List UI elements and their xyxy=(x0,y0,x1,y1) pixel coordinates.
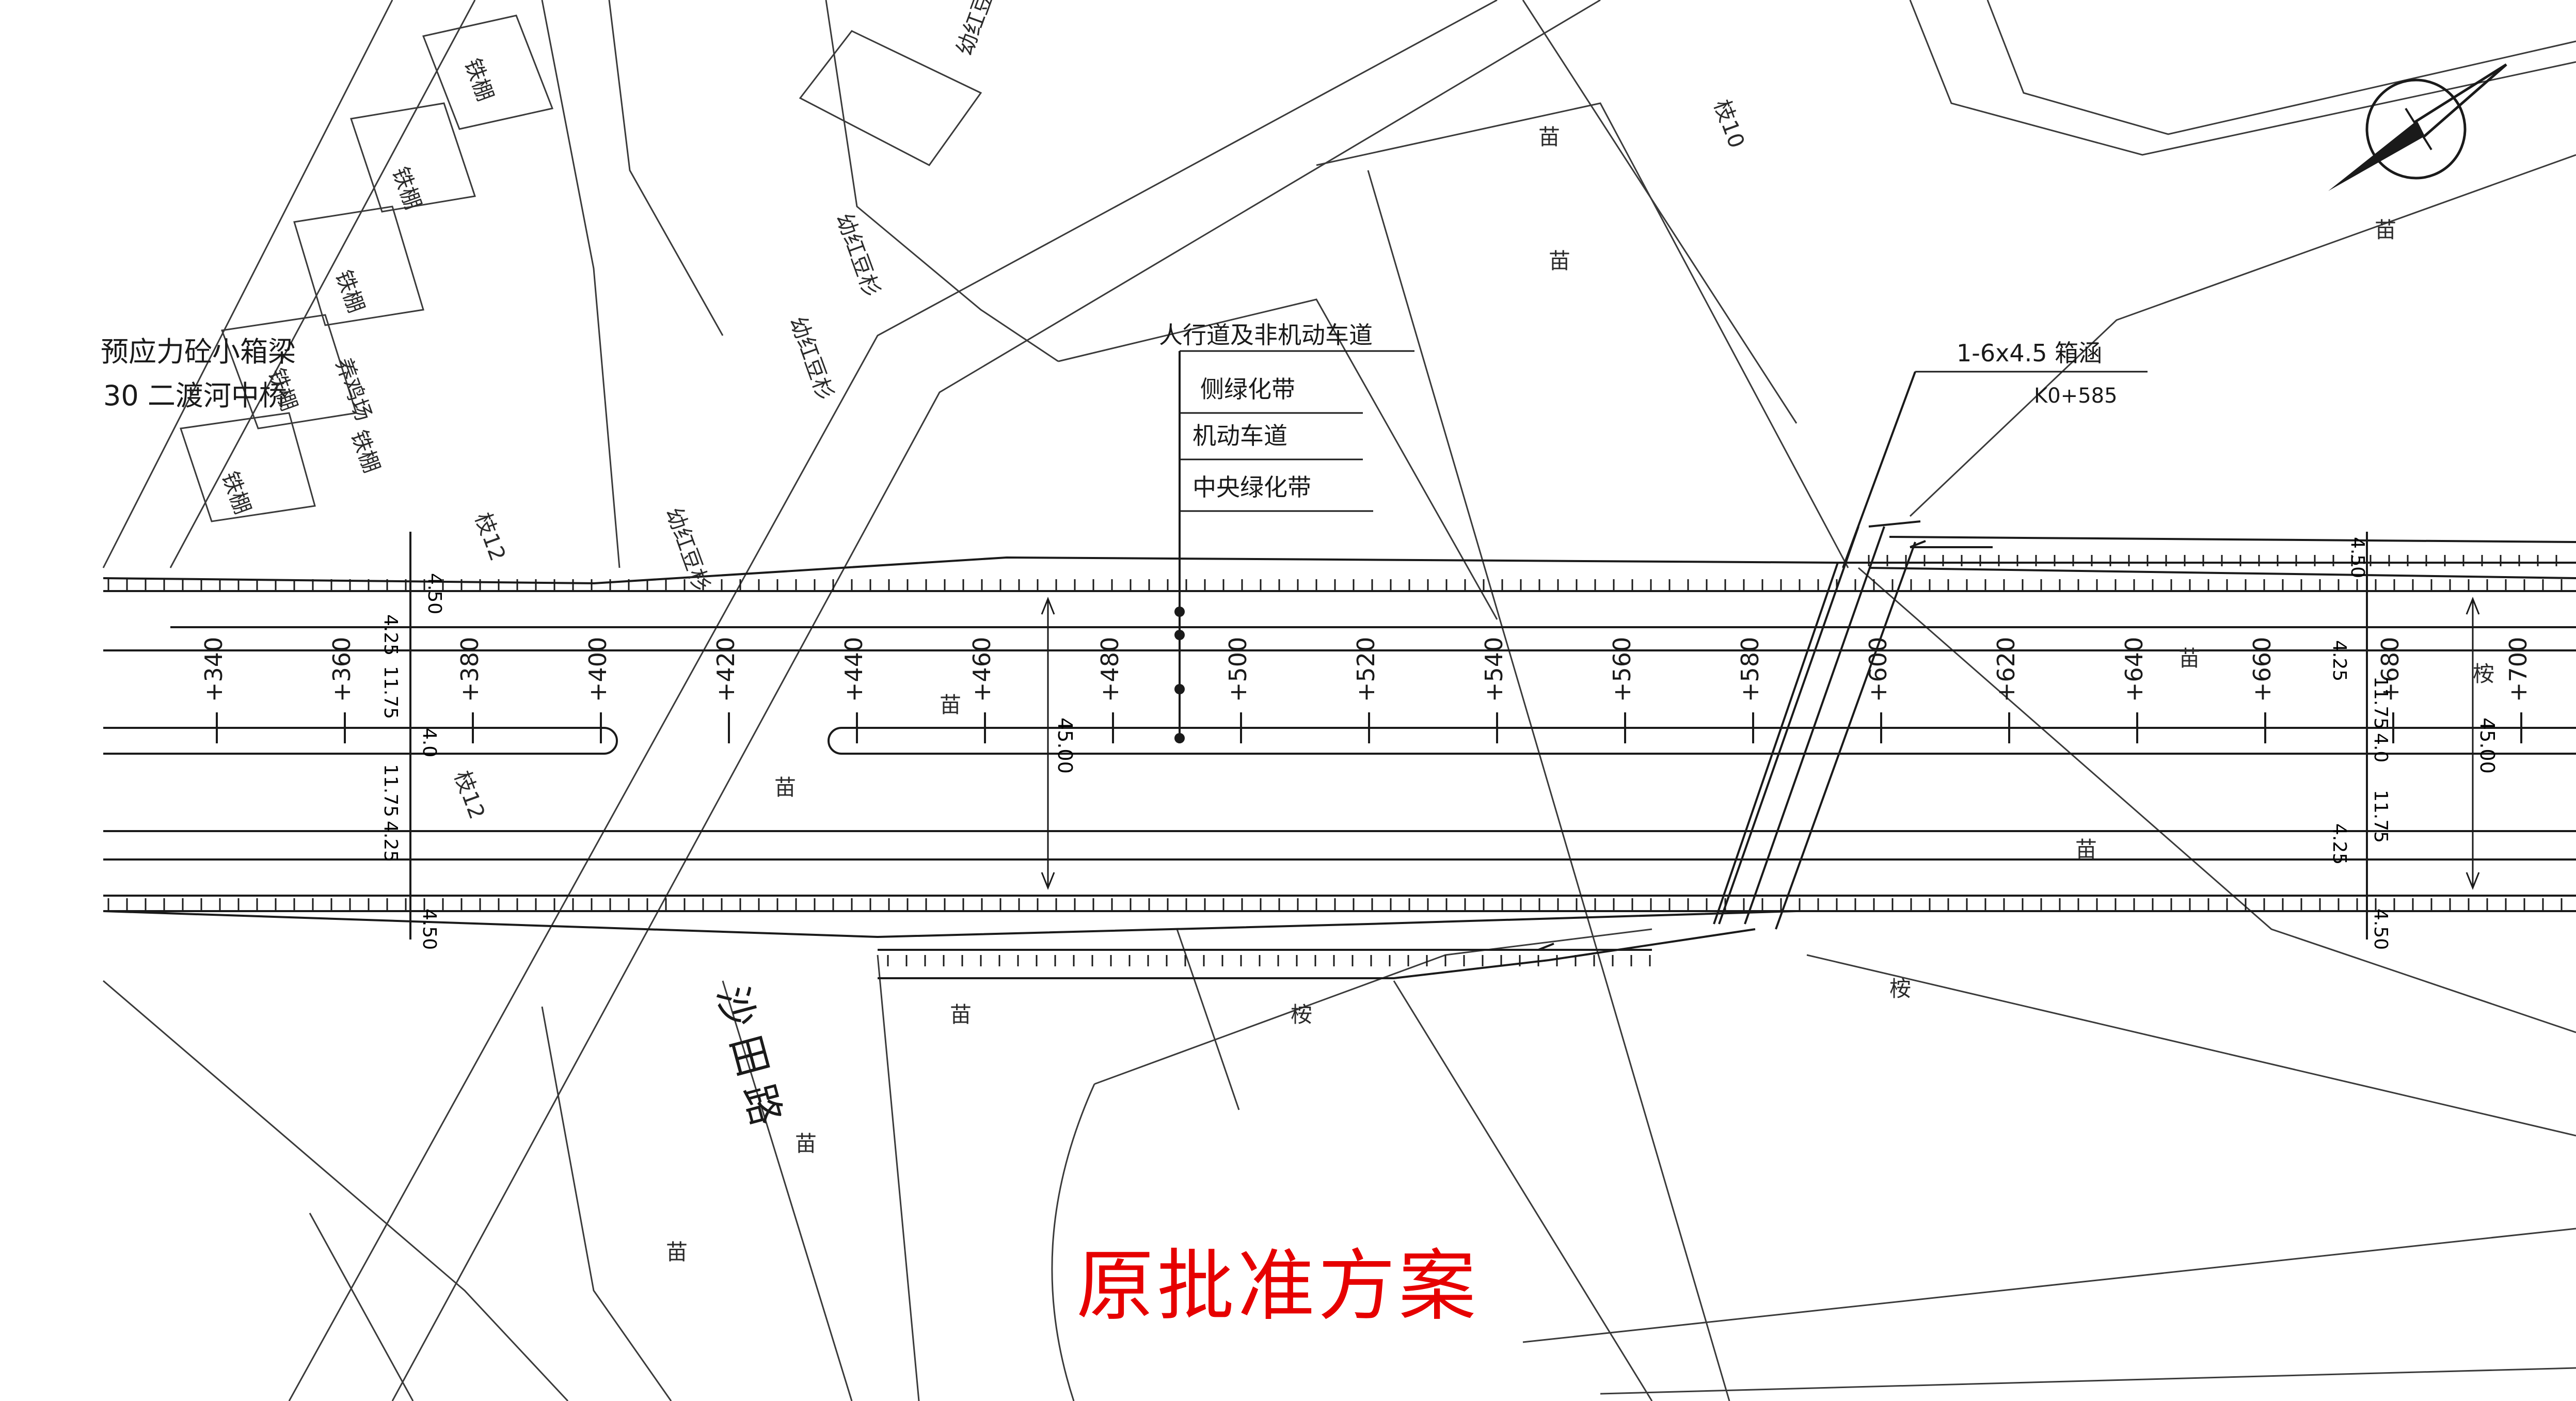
embankment-ticks-ramps xyxy=(887,555,2557,966)
station-label: +400 xyxy=(584,637,612,702)
road-edge-lines xyxy=(103,536,2576,979)
total-width-label-right: 45.00 xyxy=(2476,718,2499,774)
station-labels: +340 +360 +380 +400 +420 +440 +460 +480 +500 +520… xyxy=(200,637,2532,702)
width-dim-right-1: 4.50 xyxy=(2347,537,2368,578)
label-seedling-9: 苗 xyxy=(2075,837,2097,862)
station-label: +620 xyxy=(1992,637,2020,702)
width-dim-left-2: 4.25 xyxy=(380,614,401,656)
width-dim-left-6: 4.25 xyxy=(380,821,401,862)
width-dim-right-5: 11.75 xyxy=(2370,790,2391,843)
station-label: +580 xyxy=(1736,637,1764,702)
station-label: +540 xyxy=(1480,637,1508,702)
label-seedling-2: 苗 xyxy=(1549,248,1570,274)
width-dim-right-4: 4.0 xyxy=(2370,733,2391,762)
station-label: +480 xyxy=(1096,637,1124,702)
width-dim-right-6: 4.25 xyxy=(2329,823,2350,865)
width-dim-left: 4.50 4.25 11.75 4.0 11.75 4.25 4.50 xyxy=(380,532,445,950)
label-orchard-3: 桉 xyxy=(2473,661,2494,687)
station-label: +660 xyxy=(2248,637,2276,702)
culvert-lines xyxy=(1713,371,1921,930)
label-seedling-1: 苗 xyxy=(1538,124,1560,150)
label-orchard-1: 桉 xyxy=(1889,976,1911,1001)
width-dim-left-3: 11.75 xyxy=(380,666,401,719)
width-dim-left-4: 4.0 xyxy=(419,728,440,757)
embankment-ticks-top xyxy=(107,579,2563,592)
legend-carriageway: 机动车道 xyxy=(1192,422,1287,450)
section-legend: 人行道及非机动车道 侧绿化带 机动车道 中央绿化带 xyxy=(1159,321,1414,743)
bridge-notes: 预应力砼小箱梁 30 二渡河中桥 xyxy=(101,336,296,412)
embankment-ticks-bottom xyxy=(107,898,2563,911)
shed-blocks xyxy=(180,14,982,522)
label-seedling-3: 苗 xyxy=(940,692,961,718)
station-label: +600 xyxy=(1864,637,1892,702)
label-seedling-5: 苗 xyxy=(795,1131,817,1156)
bridge-note-name: 30 二渡河中桥 xyxy=(103,379,287,412)
width-dim-right-3: 11.75 xyxy=(2370,676,2391,729)
station-label: +640 xyxy=(2120,637,2148,702)
width-dim-left-1: 4.50 xyxy=(424,573,445,614)
station-label: +500 xyxy=(1224,637,1252,702)
station-label: +420 xyxy=(712,637,740,702)
total-width-dims: 45.00 45.00 xyxy=(1041,596,2499,890)
label-seedling-8: 苗 xyxy=(2179,646,2200,671)
width-dim-right: 4.50 4.25 11.75 4.0 11.75 4.25 4.50 xyxy=(2329,532,2391,950)
station-label: +680 xyxy=(2376,637,2404,702)
legend-median: 中央绿化带 xyxy=(1192,473,1311,501)
culvert-callout: 1-6x4.5 箱涵 K0+585 xyxy=(1915,339,2148,408)
width-dim-left-5: 11.75 xyxy=(380,764,401,817)
north-arrow-icon xyxy=(2328,63,2507,191)
station-label: +360 xyxy=(328,637,356,702)
station-label: +440 xyxy=(840,637,868,702)
station-label: +520 xyxy=(1352,637,1380,702)
station-label: +560 xyxy=(1608,637,1636,702)
station-label: +380 xyxy=(456,637,484,702)
label-seedling-4: 苗 xyxy=(950,1002,972,1027)
width-dim-right-2: 4.25 xyxy=(2329,640,2350,681)
legend-sidewalk: 人行道及非机动车道 xyxy=(1159,321,1373,349)
station-label: +700 xyxy=(2504,637,2532,702)
bridge-note-type: 预应力砼小箱梁 xyxy=(101,336,296,368)
label-orchard-2: 桉 xyxy=(1291,1002,1312,1027)
label-seedling-6: 苗 xyxy=(666,1239,688,1265)
background-topography xyxy=(102,0,2576,1401)
station-label: +460 xyxy=(968,637,996,702)
width-dim-left-7: 4.50 xyxy=(419,909,440,950)
legend-side-green: 侧绿化带 xyxy=(1200,375,1295,403)
label-seedling-10: 苗 xyxy=(774,775,796,800)
station-ticks xyxy=(216,712,2522,743)
scheme-title: 原批准方案 xyxy=(1076,1241,1480,1331)
culvert-spec: 1-6x4.5 箱涵 xyxy=(1957,339,2102,367)
total-width-label-left: 45.00 xyxy=(1054,718,1076,774)
station-label: +340 xyxy=(200,637,228,702)
label-seedling-7: 苗 xyxy=(2375,217,2396,243)
width-dim-right-7: 4.50 xyxy=(2370,909,2391,950)
culvert-station: K0+585 xyxy=(2034,384,2118,408)
